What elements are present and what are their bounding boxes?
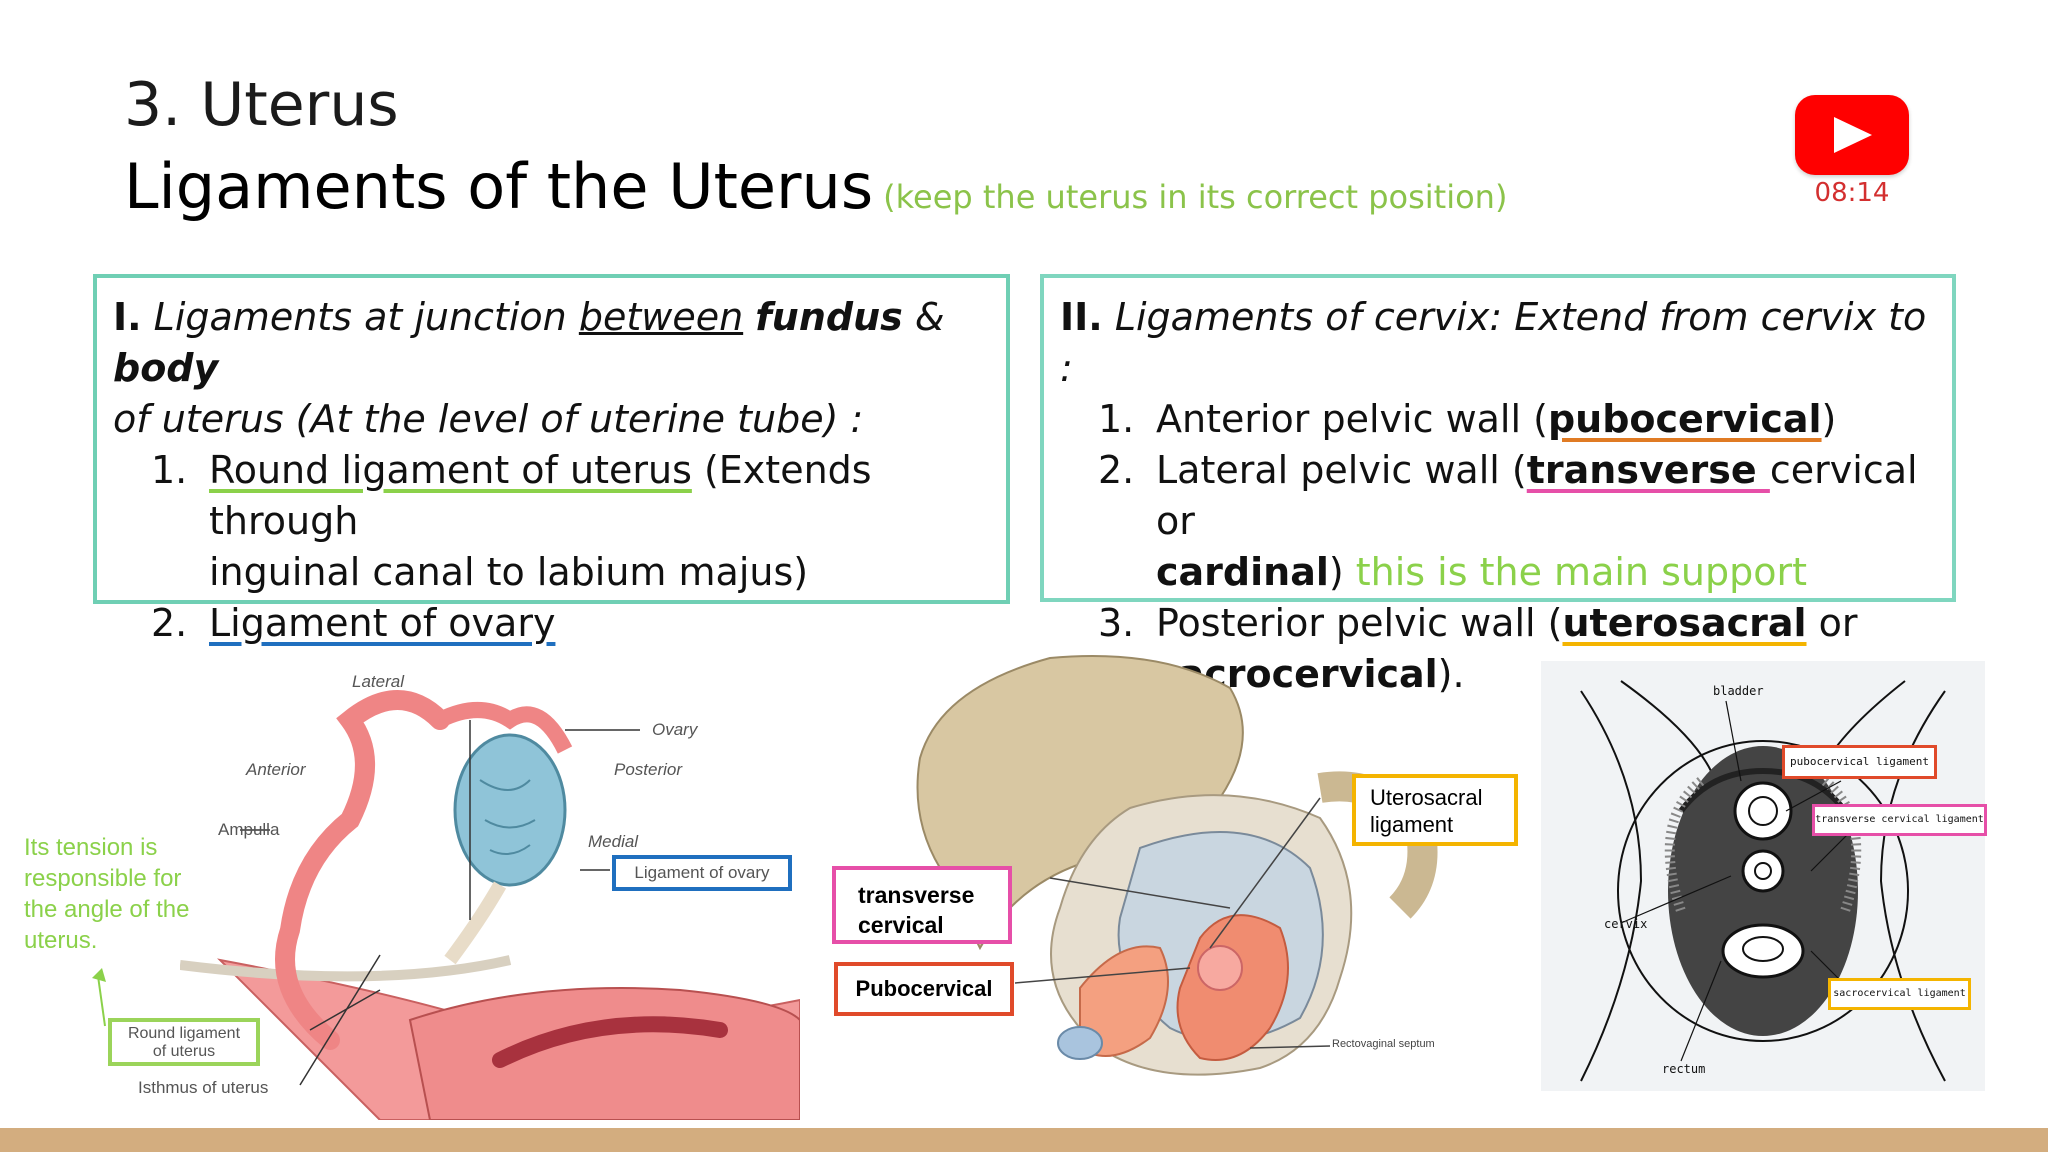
uterus-ovary-illustration (179, 660, 801, 1121)
heading-amp: & (914, 295, 945, 339)
item-close: ). (1437, 652, 1465, 696)
round-ligament-label-1: Round ligament (127, 1025, 241, 1042)
item-pre: Anterior pelvic wall ( (1156, 397, 1548, 441)
right-box-list: 1. Anterior pelvic wall (pubocervical) 2… (1060, 394, 1936, 700)
pelvis-drawing (916, 655, 1438, 1076)
left-box-heading: I. Ligaments at junction between fundus … (113, 292, 990, 445)
list-number: 2. (151, 601, 188, 645)
round-ligament-desc: (Extends through (209, 448, 872, 543)
anterior-label: Anterior (246, 760, 306, 779)
transverse-term: transverse (1526, 448, 1770, 492)
round-ligament-label-2: of uterus (152, 1043, 216, 1060)
left-box-roman: I. (113, 295, 142, 339)
heading-body: body (113, 346, 219, 390)
heading-text: Ligaments of cervix: Extend from cervix … (1060, 295, 1927, 390)
video-timestamp: 08:14 (1814, 178, 1890, 208)
round-ligament-label: Round ligament of uterus (108, 1018, 260, 1066)
ligament-of-ovary-term: Ligament of ovary (209, 601, 556, 645)
main-support-note: this is the main support (1343, 550, 1807, 594)
pubocervical-ligament-label: pubocervical ligament (1782, 745, 1937, 779)
medial-label: Medial (588, 832, 639, 851)
up-arrow-icon (92, 968, 106, 1027)
cross-section-drawing (1580, 680, 1946, 1082)
uterus-ovary-drawing (179, 690, 801, 1121)
pelvis-cross-section (1541, 661, 1985, 1091)
item-post: cervical or (1156, 448, 1918, 543)
transverse-label-2: cervical (858, 912, 944, 938)
heading-between: between (578, 295, 744, 339)
sacrocervical-ligament-label: sacrocervical ligament (1828, 978, 1971, 1010)
uterosacral-label-1: Uterosacral (1370, 785, 1483, 810)
list-number: 1. (151, 448, 188, 492)
transverse-cervical-ligament-label: transverse cervical ligament (1812, 804, 1987, 836)
list-number: 1. (1098, 397, 1135, 441)
item-post: ) (1821, 397, 1837, 441)
list-item: 2. Ligament of ovary (113, 598, 990, 649)
list-item: 1. Anterior pelvic wall (pubocervical) (1060, 394, 1936, 445)
transverse-cervical-label: transverse cervical (832, 866, 1012, 944)
cardinal-term: cardinal (1156, 550, 1329, 594)
heading-fundus: fundus (755, 295, 903, 339)
item-post: or (1806, 601, 1858, 645)
heading-part: Ligaments at junction (153, 295, 567, 339)
page-subtitle: (keep the uterus in its correct position… (883, 178, 1508, 216)
footer-bar (0, 1128, 2048, 1152)
lateral-label: Lateral (352, 672, 404, 691)
youtube-play-icon[interactable] (1795, 95, 1909, 175)
uterosacral-term: uterosacral (1562, 601, 1807, 645)
right-box-heading: II. Ligaments of cervix: Extend from cer… (1060, 292, 1936, 394)
page-title-text: Ligaments of the Uterus (124, 150, 874, 223)
play-triangle-icon (1834, 117, 1872, 153)
section-title: 3. Uterus (124, 70, 399, 140)
ligament-of-ovary-label: Ligament of ovary (612, 855, 792, 891)
item-pre: Lateral pelvic wall ( (1156, 448, 1527, 492)
rectovaginal-label: Rectovaginal septum (1332, 1038, 1435, 1050)
heading-line2: of uterus (At the level of uterine tube)… (113, 397, 864, 441)
bladder-label: bladder (1713, 684, 1764, 698)
isthmus-label: Isthmus of uterus (138, 1078, 269, 1097)
list-number: 2. (1098, 448, 1135, 492)
uterosacral-label-2: ligament (1370, 812, 1454, 837)
left-box-list: 1. Round ligament of uterus (Extends thr… (113, 445, 990, 649)
ampulla-label: Ampulla (218, 820, 280, 839)
item-close: ) (1328, 550, 1344, 594)
cervix-label: cervix (1604, 917, 1648, 931)
pubocervical-label: Pubocervical (834, 962, 1014, 1016)
list-number: 3. (1098, 601, 1135, 645)
transverse-label-1: transverse (858, 882, 975, 908)
right-box-roman: II. (1060, 295, 1103, 339)
cervix-ligaments-box: II. Ligaments of cervix: Extend from cer… (1040, 274, 1956, 696)
tension-note: Its tension is responsible for the angle… (24, 834, 190, 954)
pubocervical-term: pubocervical (1547, 397, 1822, 441)
posterior-label: Posterior (614, 760, 683, 779)
ovary-label: Ovary (652, 720, 698, 739)
fundus-body-ligaments-box: I. Ligaments at junction between fundus … (93, 274, 1010, 645)
uterosacral-ligament-label: Uterosacral ligament (1352, 774, 1518, 846)
pelvis-section-illustration (900, 648, 1460, 1098)
page-title: Ligaments of the Uterus(keep the uterus … (124, 150, 1507, 223)
rectum-label: rectum (1662, 1062, 1706, 1076)
list-item: 2. Lateral pelvic wall (transverse cervi… (1060, 445, 1936, 598)
list-item: 1. Round ligament of uterus (Extends thr… (113, 445, 990, 598)
round-ligament-term: Round ligament of uterus (209, 448, 692, 492)
item-pre: Posterior pelvic wall ( (1156, 601, 1563, 645)
round-ligament-desc-2: inguinal canal to labium majus) (209, 550, 809, 594)
